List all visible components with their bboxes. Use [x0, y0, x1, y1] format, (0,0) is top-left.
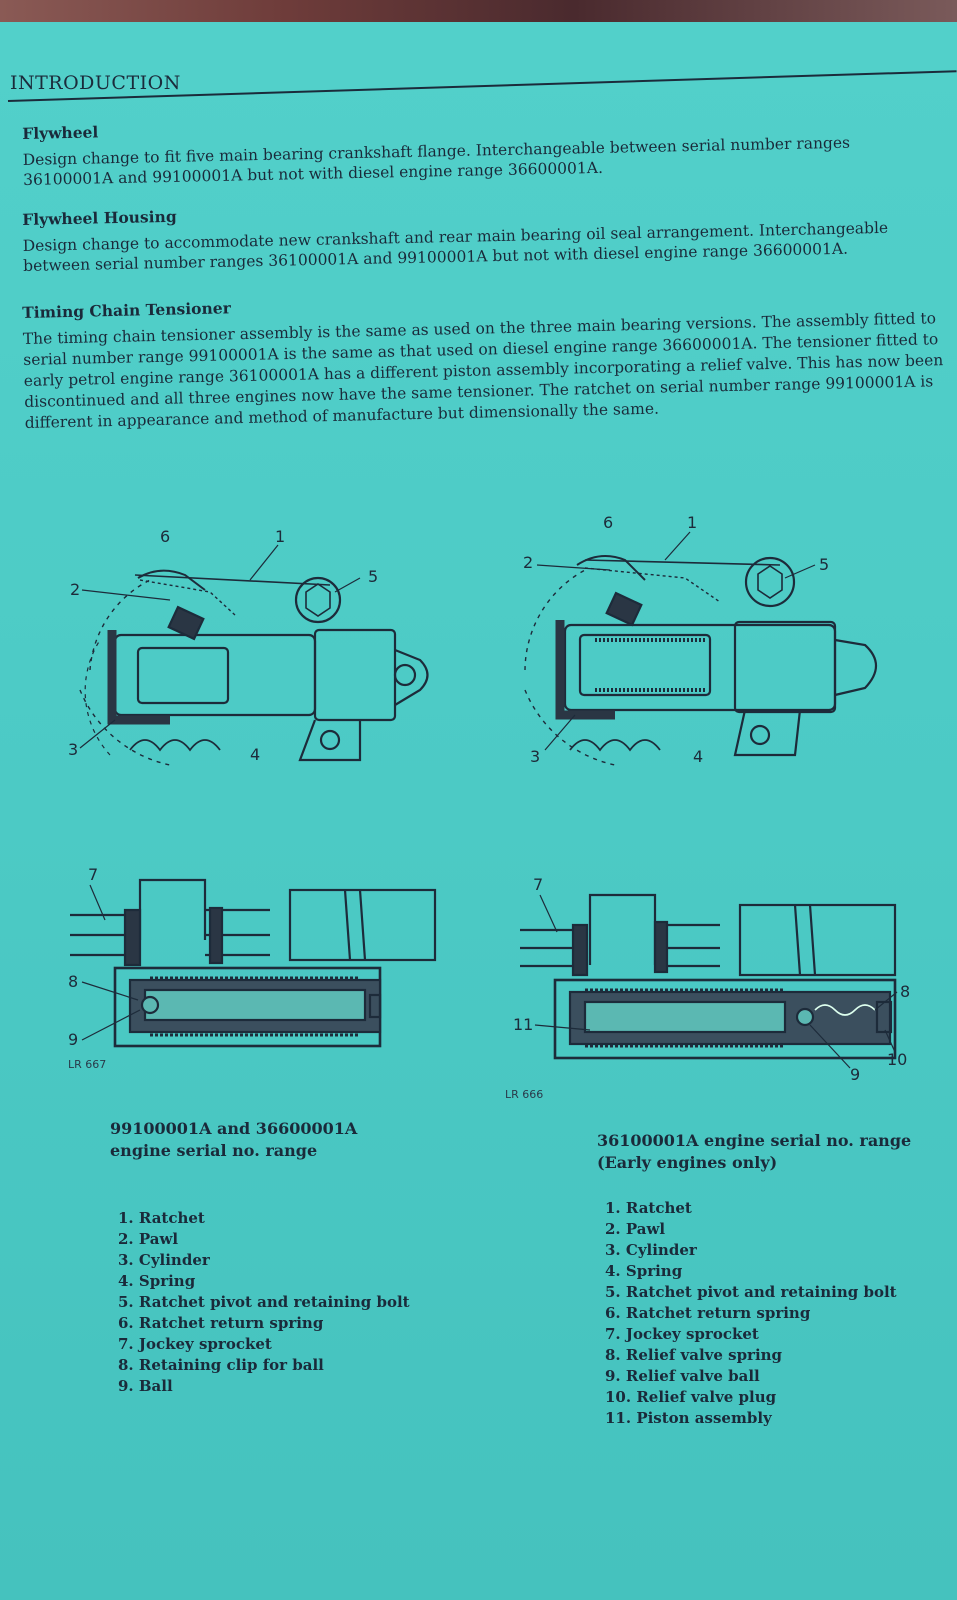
part-list-item: 2. Pawl — [118, 1230, 179, 1248]
part-list-item: 3. Cylinder — [118, 1251, 210, 1269]
callout-2: 2 — [70, 580, 80, 599]
part-list-item: 2. Pawl — [605, 1220, 666, 1238]
part-list-item: 9. Relief valve ball — [605, 1367, 760, 1385]
part-list-item: 11. Piston assembly — [605, 1409, 772, 1427]
figure-ref: LR 666 — [505, 1088, 544, 1101]
part-list-item: 7. Jockey sprocket — [118, 1335, 272, 1353]
callout-8: 8 — [900, 982, 910, 1001]
callout-4: 4 — [250, 745, 260, 764]
callout-9: 9 — [68, 1030, 78, 1049]
callout-9: 9 — [850, 1065, 860, 1084]
part-list-item: 3. Cylinder — [605, 1241, 697, 1259]
part-list-item: 8. Relief valve spring — [605, 1346, 783, 1364]
caption-line: 36100001A engine serial no. range — [597, 1131, 912, 1150]
callout-10: 10 — [887, 1050, 907, 1069]
tensioner-illustration-left-top: 6 1 5 2 3 4 — [60, 520, 450, 780]
tensioner-section-right: 7 8 9 10 11 LR 666 — [505, 870, 915, 1101]
part-list-item: 7. Jockey sprocket — [605, 1325, 759, 1343]
callout-5: 5 — [819, 555, 829, 574]
figure-ref: LR 667 — [68, 1058, 107, 1071]
part-list-item: 9. Ball — [118, 1377, 173, 1395]
section-timing-chain-tensioner: Timing Chain Tensioner The timing chain … — [22, 281, 955, 434]
caption-right: 36100001A engine serial no. range (Early… — [597, 1130, 911, 1174]
callout-1: 1 — [687, 513, 697, 532]
part-list-item: 10. Relief valve plug — [605, 1388, 777, 1406]
callout-7: 7 — [533, 875, 543, 894]
caption-line: engine serial no. range — [110, 1141, 318, 1160]
callout-3: 3 — [530, 747, 540, 766]
part-list-item: 5. Ratchet pivot and retaining bolt — [605, 1283, 897, 1301]
part-list-item: 8. Retaining clip for ball — [118, 1356, 324, 1374]
parts-list-right: 1. Ratchet 2. Pawl 3. Cylinder 4. Spring 5. … — [605, 1198, 897, 1429]
callout-1: 1 — [275, 527, 285, 546]
part-list-item: 4. Spring — [118, 1272, 196, 1290]
tensioner-section-left: 7 8 9 LR 667 — [60, 860, 445, 1080]
section-body: The timing chain tensioner assembly is t… — [22, 309, 944, 432]
callout-7: 7 — [88, 865, 98, 884]
callout-6: 6 — [160, 527, 170, 546]
parts-list-left: 1. Ratchet 2. Pawl 3. Cylinder 4. Spring 5. … — [118, 1208, 410, 1397]
caption-line: (Early engines only) — [597, 1153, 778, 1172]
callout-11: 11 — [513, 1015, 533, 1034]
part-list-item: 1. Ratchet — [605, 1199, 692, 1217]
part-list-item: 1. Ratchet — [118, 1209, 205, 1227]
part-list-item: 4. Spring — [605, 1262, 683, 1280]
caption-line: 99100001A and 36600001A — [110, 1119, 358, 1138]
tensioner-illustration-right-top: 6 1 5 2 3 4 — [515, 510, 910, 780]
callout-6: 6 — [603, 513, 613, 532]
callout-5: 5 — [368, 567, 378, 586]
part-list-item: 5. Ratchet pivot and retaining bolt — [118, 1293, 410, 1311]
callout-8: 8 — [68, 972, 78, 991]
callout-2: 2 — [523, 553, 533, 572]
callout-4: 4 — [693, 747, 703, 766]
page-heading: INTRODUCTION — [10, 72, 181, 94]
caption-left: 99100001A and 36600001A engine serial no… — [110, 1118, 357, 1162]
callout-3: 3 — [68, 740, 78, 759]
part-list-item: 6. Ratchet return spring — [118, 1314, 324, 1332]
document-page — [0, 22, 957, 1600]
part-list-item: 6. Ratchet return spring — [605, 1304, 811, 1322]
